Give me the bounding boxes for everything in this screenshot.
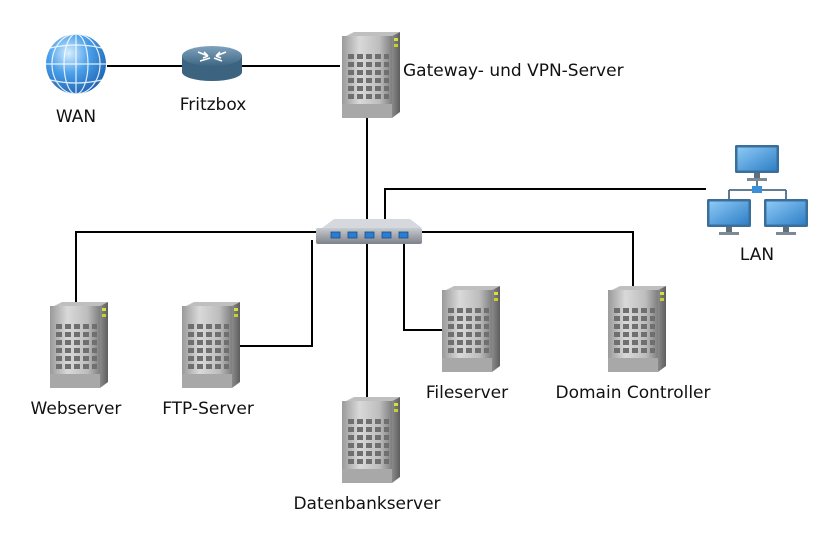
ftp-label: FTP-Server (162, 399, 254, 419)
datenbank-label: Datenbankserver (293, 494, 440, 514)
server-tower-icon (182, 302, 240, 388)
switch-node (316, 219, 422, 244)
server-tower-icon (342, 32, 400, 118)
fritzbox-node: Fritzbox (180, 46, 247, 115)
server-tower-icon (442, 286, 500, 372)
lan-node: LAN (707, 145, 808, 265)
webserver-label: Webserver (31, 399, 122, 419)
datenbank-node: Datenbankserver (293, 397, 441, 514)
router-icon (182, 46, 242, 81)
gateway-label: Gateway- und VPN-Server (403, 61, 624, 81)
domain-label: Domain Controller (556, 383, 711, 403)
server-tower-icon (50, 302, 108, 388)
gateway-node: Gateway- und VPN-Server (342, 32, 624, 118)
globe-icon (46, 33, 106, 95)
wan-node: WAN (46, 33, 106, 127)
server-tower-icon (608, 286, 666, 372)
fileserver-label: Fileserver (426, 383, 508, 403)
link-switch-ftp (234, 240, 313, 347)
connections (75, 65, 706, 400)
fileserver-node: Fileserver (426, 286, 508, 403)
ftp-node: FTP-Server (162, 302, 254, 419)
network-switch-icon (316, 219, 422, 244)
link-switch-webserver (75, 231, 318, 306)
domain-node: Domain Controller (556, 286, 711, 403)
lan-label: LAN (740, 245, 774, 265)
lan-computers-icon (707, 145, 808, 235)
link-switch-domain (420, 231, 634, 290)
webserver-node: Webserver (31, 302, 122, 419)
fritzbox-label: Fritzbox (180, 95, 247, 115)
link-switch-lan (384, 188, 706, 222)
wan-label: WAN (56, 107, 96, 127)
link-switch-fileserver (403, 244, 442, 331)
server-tower-icon (342, 397, 400, 483)
